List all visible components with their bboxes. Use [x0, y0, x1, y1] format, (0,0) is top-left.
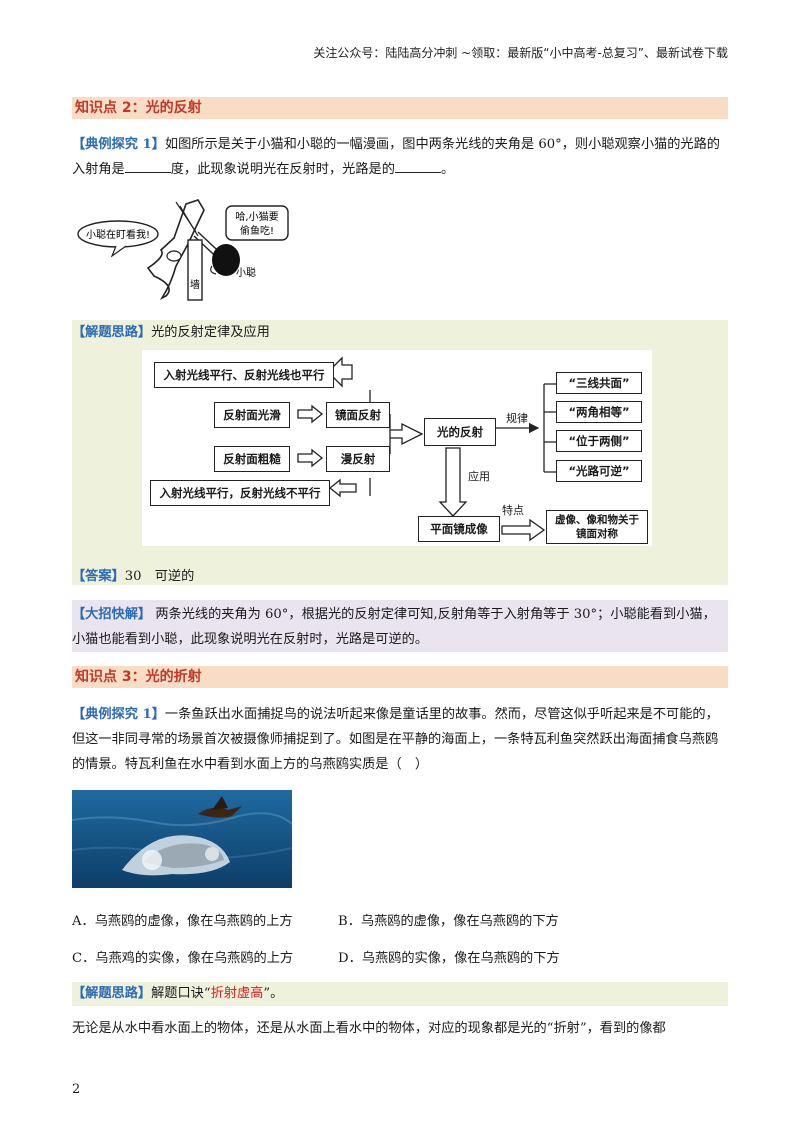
flowchart-box-diffuse-reflection: 漫反射 — [326, 446, 390, 472]
flowchart-rule: “光路可逆” — [556, 460, 642, 482]
svg-text:偷鱼吃!: 偷鱼吃! — [240, 224, 274, 237]
reflection-flowchart: 入射光线平行、反射光线也平行 反射面光滑 镜面反射 反射面粗糙 漫反射 入射光线… — [142, 350, 652, 546]
flowchart-box-rough: 反射面粗糙 — [214, 446, 290, 472]
person-label: 小聪 — [236, 266, 256, 279]
question-tag: 【典例探究 1】 — [72, 137, 165, 152]
mnemonic-highlight: 折射虚高 — [210, 986, 264, 1001]
section-title-reflection: 知识点 2：光的反射 — [72, 97, 728, 119]
quick-solution-text: 【大招快解】 两条光线的夹角为 60°，根据光的反射定律可知,反射角等于入射角等… — [72, 607, 716, 647]
fish-catching-bird-photo — [72, 790, 292, 888]
option-d: D．乌燕鸥的实像，像在乌燕鸥的下方 — [338, 951, 560, 966]
question-2: 【典例探究 1】一条鱼跃出水面捕捉鸟的说法听起来像是童话里的故事。然而，尽管这似… — [72, 707, 719, 772]
flowchart-rule: “位于两侧” — [556, 430, 642, 452]
option-a: A．乌燕鸥的虚像，像在乌燕鸥的上方 — [72, 914, 293, 929]
answer-line: 【答案】30 可逆的 — [72, 569, 195, 584]
flowchart-box-center: 光的反射 — [424, 418, 496, 446]
flowchart-apply-label: 应用 — [468, 470, 490, 483]
flowchart-rule: “三线共面” — [556, 372, 642, 394]
solution-thinking-2: 【解题思路】解题口诀“折射虚高”。 — [72, 986, 284, 1001]
flowchart-box-plane-mirror: 平面镜成像 — [418, 516, 500, 542]
option-b: B．乌燕鸥的虚像，像在乌燕鸥的下方 — [338, 914, 559, 929]
quick-solution-block — [72, 600, 728, 652]
solution-thinking-heading: 【解题思路】光的反射定律及应用 — [72, 325, 270, 340]
answer-blank — [394, 158, 441, 173]
solution-thinking-block-2 — [72, 982, 728, 1006]
flowchart-law-label: 规律 — [506, 412, 528, 425]
flowchart-box-mirror-reflection: 镜面反射 — [326, 402, 390, 428]
flowchart-rule: “两角相等” — [556, 401, 642, 423]
flowchart-box-not-parallel: 入射光线平行，反射光线不平行 — [150, 480, 330, 506]
bubble-left-text: 小聪在盯看我! — [86, 228, 150, 241]
page-number: 2 — [72, 1082, 81, 1097]
page-header: 关注公众号：陆陆高分冲刺 ~领取：最新版“小中高考-总复习”、最新试卷下载 — [313, 46, 728, 60]
answer-blank — [124, 158, 171, 173]
flowchart-box-parallel: 入射光线平行、反射光线也平行 — [154, 362, 334, 388]
explanation-text: 无论是从水中看水面上的物体，还是从水面上看水中的物体，对应的现象都是光的“折射”… — [72, 1021, 666, 1036]
flowchart-box-smooth: 反射面光滑 — [214, 402, 290, 428]
bubble-right-text: 哈,小猫要 — [235, 210, 278, 223]
flowchart-arrows — [297, 356, 556, 542]
flowchart-feature-label: 特点 — [502, 504, 524, 517]
flowchart-box-feature: 虚像、像和物关于 镜面对称 — [546, 510, 648, 544]
section-title-refraction: 知识点 3：光的折射 — [72, 666, 728, 688]
cat-cartoon-illustration: 小聪在盯看我! 墙 哈,小猫要 偷鱼吃! 小聪 — [77, 199, 289, 301]
option-c: C．乌燕鸡的实像，像在乌燕鸥的上方 — [72, 951, 294, 966]
question-1: 【典例探究 1】如图所示是关于小猫和小聪的一幅漫画，图中两条光线的夹角是 60°… — [72, 137, 720, 177]
wall-label: 墙 — [190, 278, 200, 291]
